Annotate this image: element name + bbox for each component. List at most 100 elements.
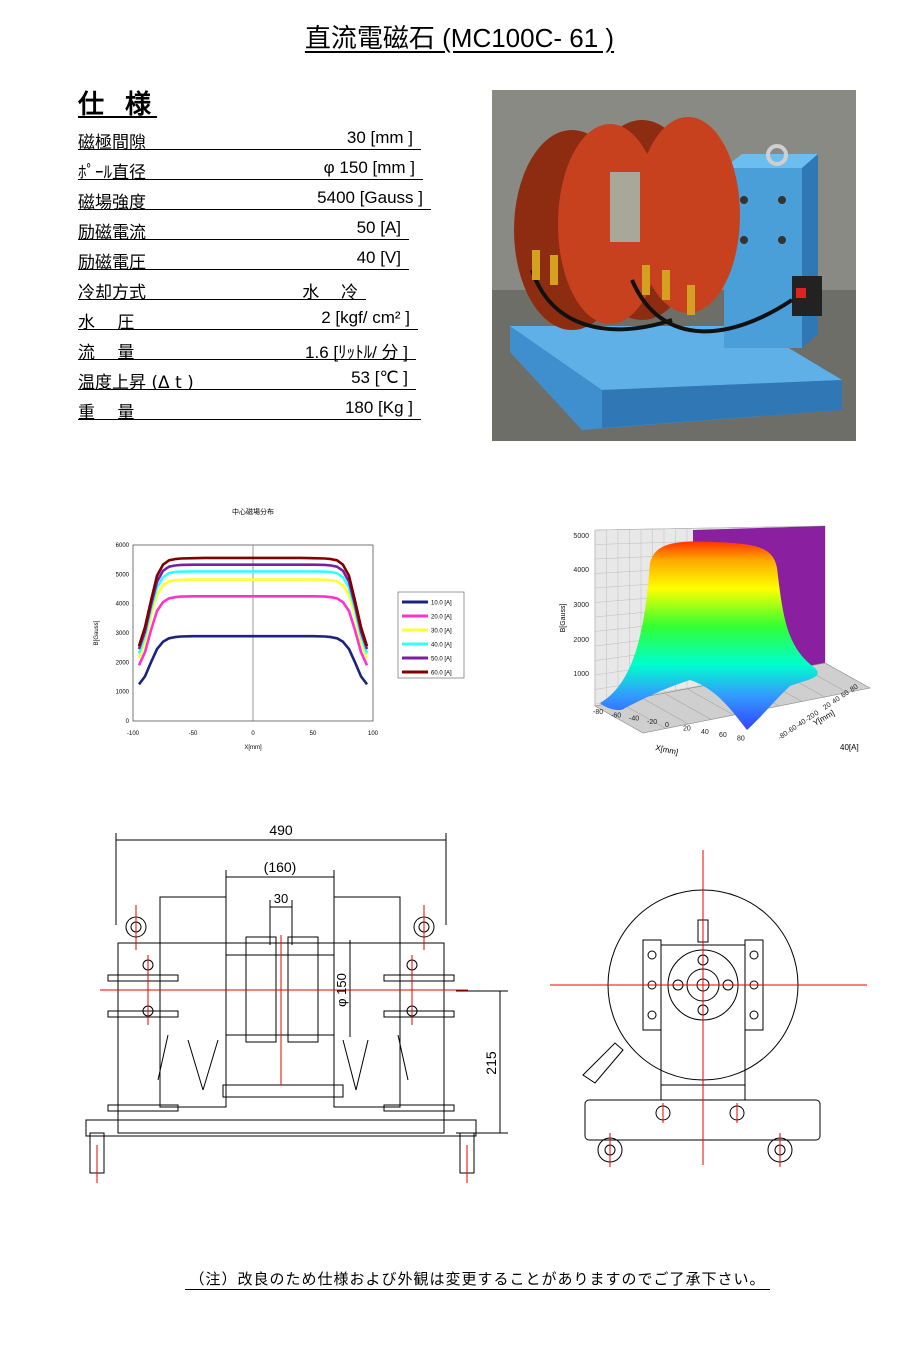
z-tick-label: 2000 xyxy=(573,637,589,644)
spec-label: 励磁電流 xyxy=(78,223,146,243)
y-tick-label: 40 xyxy=(831,695,841,705)
x-tick-label: -100 xyxy=(127,731,140,737)
y-tick-label: -40 xyxy=(795,718,807,730)
series-line xyxy=(137,634,369,686)
legend-label: 50.0 [A] xyxy=(431,657,452,663)
spec-label: 磁場強度 xyxy=(78,193,146,213)
spec-row: 重 量 180 [Kg ] xyxy=(78,394,438,424)
x-tick-label: -80 xyxy=(593,709,603,716)
y-tick-label: 5000 xyxy=(116,572,130,578)
floor-gridline xyxy=(663,692,712,720)
spec-value: 30 [mm ] xyxy=(346,128,413,147)
spec-value: φ 150 [mm ] xyxy=(323,158,415,177)
wall-gridline xyxy=(594,525,826,531)
floor-gridline xyxy=(594,705,644,734)
spec-label: 冷却方式 xyxy=(78,283,146,303)
series-line xyxy=(137,563,369,650)
x-tick-label: -60 xyxy=(611,712,621,719)
y-tick-label: 2000 xyxy=(116,660,130,666)
dim-215: 215 xyxy=(483,1051,499,1075)
x-tick-label: -40 xyxy=(629,716,639,723)
electromagnet-photo xyxy=(492,90,856,441)
x-tick-label: 100 xyxy=(368,731,379,737)
side-view-drawing xyxy=(550,850,867,1167)
chart-ylabel: B[Gauss] xyxy=(94,620,100,645)
chart-xlabel: X[mm] xyxy=(244,745,262,751)
spec-label: 水 圧 xyxy=(78,313,135,333)
spec-value: 53 [℃ ] xyxy=(351,368,408,387)
spec-value: 水 冷 xyxy=(302,283,358,302)
y-tick-label: -60 xyxy=(786,724,798,736)
spec-label: 流 量 xyxy=(78,343,135,363)
spec-label: 励磁電圧 xyxy=(78,253,146,273)
spec-row: 磁極間隙 30 [mm ] xyxy=(78,124,438,154)
y-tick-label: 60 xyxy=(840,689,850,699)
y-tick-label: -20 xyxy=(804,712,816,724)
floor-gridline xyxy=(824,662,871,689)
x-tick-label: 80 xyxy=(737,735,745,742)
y-tick-label: 1000 xyxy=(116,690,130,696)
surface-zlabel: B[Gauss] xyxy=(560,604,567,633)
spec-heading: 仕 様 xyxy=(78,90,158,120)
y-tick-label: 4000 xyxy=(116,602,130,608)
spec-row: 励磁電圧 40 [V] xyxy=(78,244,438,274)
dim-30: 30 xyxy=(274,891,288,906)
spec-row: 温度上昇 (Δ t ) 53 [℃ ] xyxy=(78,364,438,394)
legend-label: 30.0 [A] xyxy=(431,629,452,635)
y-tick-label: 80 xyxy=(849,683,859,693)
spec-row: 冷却方式 水 冷 xyxy=(78,274,438,304)
spec-row: 流 量 1.6 [ﾘｯﾄﾙ/ 分 ] xyxy=(78,334,438,364)
series-line xyxy=(137,570,369,654)
x-tick-label: 20 xyxy=(683,726,691,733)
floor-gridline xyxy=(640,697,689,725)
surface-annotation: 40[A] xyxy=(840,743,859,752)
spec-label: 磁極間隙 xyxy=(78,133,146,153)
dim-150: φ 150 xyxy=(334,973,349,1007)
series-line xyxy=(137,595,369,666)
z-tick-label: 5000 xyxy=(573,533,589,540)
legend-label: 10.0 [A] xyxy=(431,601,452,607)
spec-row: ﾎﾟｰﾙ直径 φ 150 [mm ] xyxy=(78,154,438,184)
spec-value: 40 [V] xyxy=(356,248,401,267)
series-line xyxy=(137,578,369,659)
legend-box xyxy=(397,591,465,679)
y-tick-label: 20 xyxy=(822,701,832,711)
spec-label: 温度上昇 (Δ t ) xyxy=(78,373,194,393)
spec-value: 2 [kgf/ cm² ] xyxy=(321,308,410,327)
x-tick-label: -50 xyxy=(189,731,198,737)
x-tick-label: 60 xyxy=(719,732,727,739)
spec-label: ﾎﾟｰﾙ直径 xyxy=(78,163,146,183)
series-line xyxy=(137,556,369,647)
dim-160: (160) xyxy=(264,859,297,875)
surface-xlabel: X[mm] xyxy=(655,743,679,757)
spec-value: 1.6 [ﾘｯﾄﾙ/ 分 ] xyxy=(305,343,408,362)
spec-label: 重 量 xyxy=(78,403,135,423)
y-tick-label: 3000 xyxy=(116,631,130,637)
chart-title: 中心磁場分布 xyxy=(232,507,274,516)
x-tick-label: -20 xyxy=(647,719,657,726)
y-tick-label: -80 xyxy=(777,730,789,742)
dim-490: 490 xyxy=(269,822,293,838)
page-title: 直流電磁石 (MC100C- 61 ) xyxy=(0,18,919,55)
footer-note-text: （注）改良のため仕様および外観は変更することがありますのでご了承下さい。 xyxy=(185,1270,770,1290)
legend-label: 60.0 [A] xyxy=(431,671,452,677)
z-tick-label: 4000 xyxy=(573,567,589,574)
front-view-drawing: 490 (160) 30 φ 150 215 xyxy=(85,822,508,1183)
x-tick-label: 0 xyxy=(665,722,669,729)
center-field-chart: 中心磁場分布X[mm]B[Gauss]010002000300040005000… xyxy=(94,507,465,751)
spec-value: 180 [Kg ] xyxy=(344,398,413,417)
y-tick-label: 0 xyxy=(813,710,820,718)
y-tick-label: 0 xyxy=(126,719,130,725)
footer-note: （注）改良のため仕様および外観は変更することがありますのでご了承下さい。 xyxy=(0,1268,919,1290)
legend-label: 40.0 [A] xyxy=(431,643,452,649)
x-tick-label: 40 xyxy=(701,729,709,736)
z-tick-label: 3000 xyxy=(573,602,589,609)
y-tick-label: 6000 xyxy=(116,543,130,549)
floor-gridline xyxy=(686,688,734,716)
x-tick-label: 0 xyxy=(251,731,255,737)
spec-row: 水 圧 2 [kgf/ cm² ] xyxy=(78,304,438,334)
